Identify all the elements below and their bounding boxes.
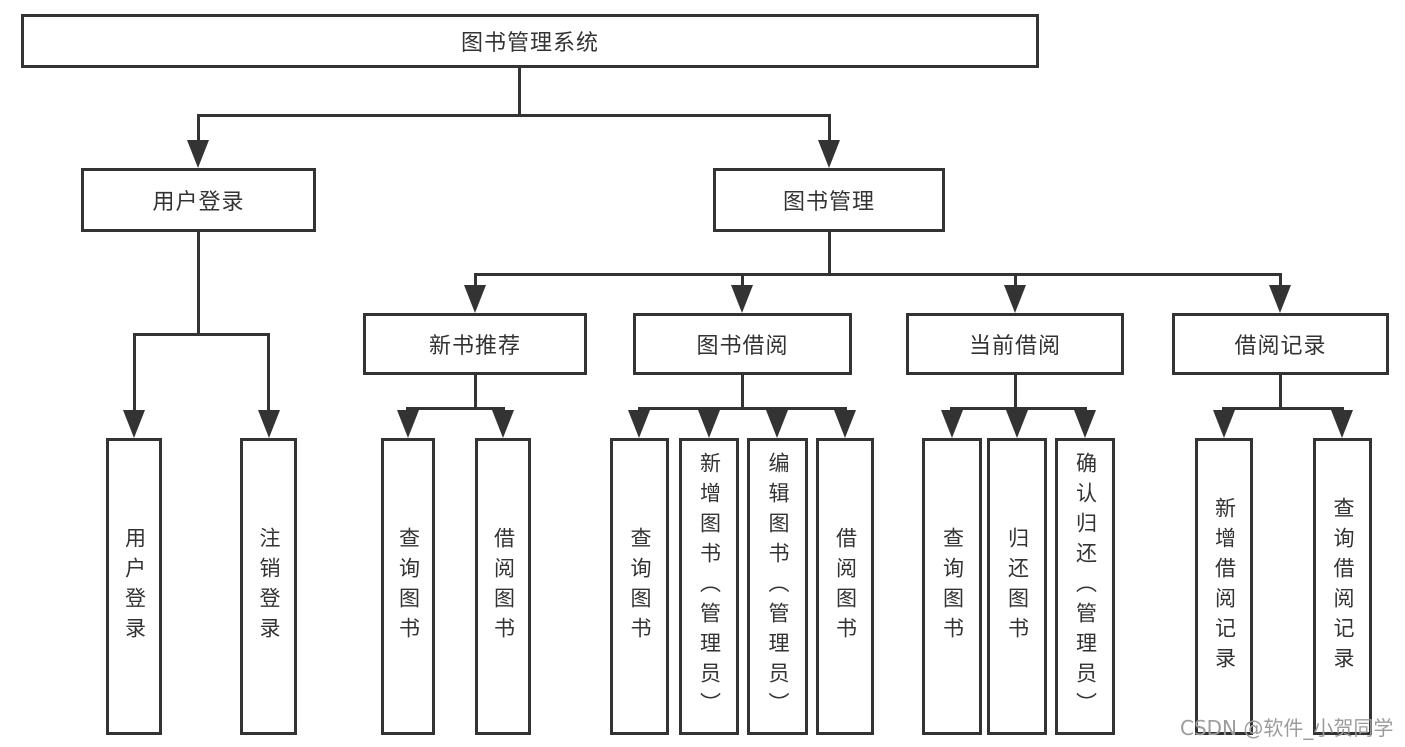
arrowhead-leaf-logout: [258, 410, 280, 438]
arrowhead-bb-query-book: [628, 410, 650, 438]
leaf-label: 查询借阅记录: [1331, 496, 1355, 677]
arrowhead-cb-query-book: [941, 410, 963, 438]
connector-book-borrow-stub: [741, 375, 744, 410]
node-label: 图书管理: [782, 190, 875, 215]
connector-stem-book-borrow: [741, 273, 744, 289]
connector-user-login-stub: [197, 232, 200, 336]
connector-stem-borrow-records: [1279, 273, 1282, 289]
connector-level3-rail: [474, 273, 1282, 276]
leaf-user-login: 用户登录: [106, 438, 162, 735]
node-current-borrow: 当前借阅: [906, 313, 1124, 375]
leaf-label: 确认归还（管理员）: [1073, 451, 1098, 722]
node-label: 图书借阅: [696, 334, 789, 359]
leaf-label: 新增借阅记录: [1212, 496, 1237, 677]
leaf-label: 归还图书: [1005, 526, 1030, 647]
connector-stem-book-mgmt: [828, 114, 831, 144]
csdn-watermark: CSDN @软件_小贺同学: [1180, 716, 1394, 740]
leaf-label: 编辑图书（管理员）: [766, 451, 790, 722]
connector-stem-current-borrow: [1014, 273, 1017, 289]
connector-borrow-records-stub: [1279, 375, 1282, 410]
arrowhead-cb-return-book: [1006, 410, 1028, 438]
leaf-label: 注销登录: [257, 526, 281, 647]
connector-new-book-rec-stub: [474, 375, 477, 410]
leaf-bb-edit-book-admin: 编辑图书（管理员）: [747, 438, 808, 735]
leaf-label: 查询图书: [628, 526, 652, 647]
leaf-bb-add-book-admin: 新增图书（管理员）: [679, 438, 739, 735]
leaf-label: 借阅图书: [833, 526, 858, 647]
leaf-cb-query-book: 查询图书: [922, 438, 982, 735]
node-user-login: 用户登录: [81, 168, 316, 232]
arrowhead-bb-edit-book: [766, 410, 788, 438]
arrowhead-bb-add-book: [698, 410, 720, 438]
leaf-cb-confirm-return-admin: 确认归还（管理员）: [1055, 438, 1115, 735]
leaf-rec-borrow-book: 借阅图书: [475, 438, 531, 735]
arrowhead-current-borrow: [1004, 285, 1026, 313]
node-label: 借阅记录: [1234, 334, 1327, 359]
leaf-label: 查询图书: [940, 526, 965, 647]
leaf-br-add-record: 新增借阅记录: [1195, 438, 1253, 735]
node-label: 用户登录: [152, 190, 245, 215]
leaf-bb-query-book: 查询图书: [610, 438, 669, 735]
node-library-management-system: 图书管理系统: [21, 14, 1039, 68]
leaf-label: 借阅图书: [491, 526, 516, 647]
connector-stem-leaf-logout: [267, 333, 270, 413]
connector-book-borrow-rail: [638, 407, 847, 410]
arrowhead-br-query-record: [1331, 410, 1353, 438]
arrowhead-book-borrow: [731, 285, 753, 313]
connector-new-book-rec-rail: [406, 407, 505, 410]
connector-book-mgmt-stub: [828, 232, 831, 276]
connector-root-stub: [518, 68, 521, 116]
leaf-label: 新增图书（管理员）: [697, 451, 722, 722]
leaf-cb-return-book: 归还图书: [987, 438, 1047, 735]
connector-stem-user-login: [197, 114, 200, 144]
arrowhead-leaf-user-login: [123, 410, 145, 438]
arrowhead-bb-borrow-book: [834, 410, 856, 438]
connector-current-borrow-stub: [1014, 375, 1017, 410]
arrowhead-borrow-records: [1269, 285, 1291, 313]
connector-stem-leaf-user-login: [133, 333, 136, 413]
node-book-management: 图书管理: [713, 168, 945, 232]
connector-current-borrow-rail: [950, 407, 1087, 410]
leaf-label: 查询图书: [396, 526, 421, 647]
node-label: 图书管理系统: [460, 31, 599, 56]
connector-level2-rail: [197, 114, 831, 117]
node-book-borrow: 图书借阅: [633, 313, 852, 375]
leaf-bb-borrow-book: 借阅图书: [816, 438, 874, 735]
connector-user-login-rail: [133, 333, 270, 336]
node-label: 新书推荐: [428, 334, 521, 359]
connector-borrow-records-rail: [1222, 407, 1344, 410]
leaf-logout: 注销登录: [240, 438, 297, 735]
arrowhead-rec-query-book: [397, 410, 419, 438]
connector-stem-new-book-rec: [474, 273, 477, 289]
arrowhead-user-login: [187, 140, 209, 168]
node-label: 当前借阅: [968, 334, 1061, 359]
node-new-book-recommend: 新书推荐: [363, 313, 587, 375]
arrowhead-br-add-record: [1213, 410, 1235, 438]
leaf-br-query-record: 查询借阅记录: [1313, 438, 1372, 735]
arrowhead-cb-confirm-return: [1074, 410, 1096, 438]
leaf-label: 用户登录: [122, 526, 147, 647]
arrowhead-rec-borrow-book: [492, 410, 514, 438]
arrowhead-book-mgmt: [818, 140, 840, 168]
leaf-rec-query-book: 查询图书: [381, 438, 435, 735]
node-borrow-records: 借阅记录: [1172, 313, 1389, 375]
arrowhead-new-book-rec: [464, 285, 486, 313]
